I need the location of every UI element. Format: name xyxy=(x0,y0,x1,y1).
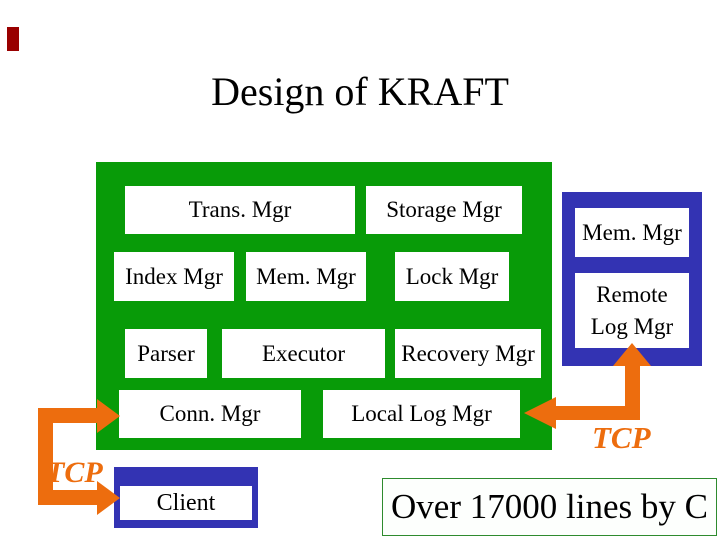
slide-title: Design of KRAFT xyxy=(211,69,509,114)
box-parser: Parser xyxy=(125,329,207,378)
client-label: Client xyxy=(120,486,252,520)
corner-marker xyxy=(7,27,19,51)
box-lock-mgr: Lock Mgr xyxy=(395,252,509,301)
tcp-label-right: TCP xyxy=(592,420,651,455)
box-local-log-mgr: Local Log Mgr xyxy=(323,390,520,438)
note-box: Over 17000 lines by C xyxy=(382,478,717,536)
tcp-left-arrow-lower-shaft xyxy=(50,490,98,505)
tcp-left-arrowhead-to-conn-mgr xyxy=(97,399,120,433)
note-text: Over 17000 lines by C xyxy=(391,487,708,526)
tcp-right-arrowhead-to-remote-log xyxy=(613,343,651,366)
box-recovery-mgr: Recovery Mgr xyxy=(395,329,541,378)
box-trans-mgr: Trans. Mgr xyxy=(125,186,355,234)
box-remote-mem-mgr: Mem. Mgr xyxy=(575,208,689,257)
tcp-label-left: TCP xyxy=(46,456,103,489)
kraft-server-container: Trans. Mgr Storage Mgr Index Mgr Mem. Mg… xyxy=(96,162,552,450)
box-remote-log-mgr: Remote Log Mgr xyxy=(575,273,689,348)
box-index-mgr: Index Mgr xyxy=(114,252,234,301)
tcp-right-arrow-horizontal-shaft xyxy=(554,406,640,420)
client-box: Client xyxy=(114,467,258,528)
tcp-left-arrow-upper-shaft xyxy=(50,408,98,423)
box-storage-mgr: Storage Mgr xyxy=(366,186,522,234)
box-mem-mgr: Mem. Mgr xyxy=(246,252,366,301)
box-executor: Executor xyxy=(222,329,385,378)
tcp-left-arrow-vertical-shaft xyxy=(38,408,53,505)
tcp-left-arrowhead-to-client xyxy=(97,481,120,515)
box-conn-mgr: Conn. Mgr xyxy=(119,390,301,438)
remote-panel: Mem. Mgr Remote Log Mgr xyxy=(562,192,702,366)
tcp-right-arrowhead-to-local-log xyxy=(524,397,556,429)
